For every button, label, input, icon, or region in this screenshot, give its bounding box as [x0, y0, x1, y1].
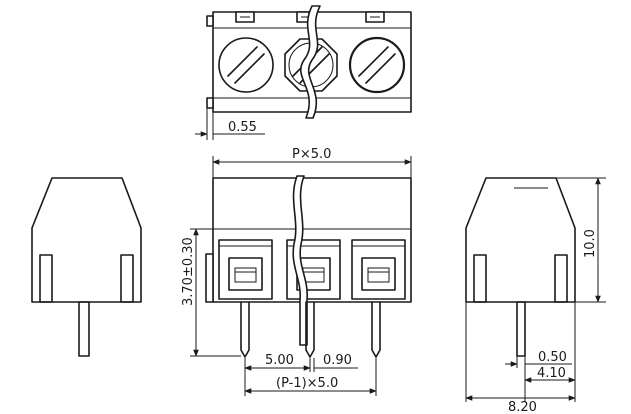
left-side-pin: [78, 301, 90, 357]
front-view-body: [212, 177, 412, 303]
cage-1: [218, 239, 273, 300]
left-side-view: [31, 177, 142, 357]
dim-pin-thickness: 0.50: [538, 350, 567, 365]
dim-terminal-height: 3.70±0.30: [181, 237, 196, 306]
right-side-pin: [516, 301, 526, 357]
dim-pin-offset: 4.10: [537, 366, 566, 381]
dim-pin-width: 0.90: [323, 353, 352, 368]
dim-total-width: P×5.0: [292, 147, 331, 162]
left-side-body: [31, 177, 142, 303]
right-side-body: [465, 177, 576, 303]
dim-overall-pitch: (P-1)×5.0: [276, 376, 338, 391]
pin-3: [371, 301, 381, 358]
dim-pitch: 5.00: [265, 353, 294, 368]
screw-1: [218, 37, 274, 93]
wire-top: [299, 5, 321, 119]
screw-3: [348, 36, 406, 94]
cage-3: [351, 239, 406, 300]
pin-1: [240, 301, 250, 358]
right-side-view: 10.0 0.50 4.10 8.20: [465, 177, 606, 414]
top-view: 0.55: [195, 5, 412, 140]
front-view: P×5.0: [181, 147, 412, 396]
dim-lead-offset-top: 0.55: [228, 120, 257, 135]
pin-2: [305, 301, 315, 358]
wire-front: [292, 175, 308, 346]
dim-body-depth: 8.20: [508, 400, 537, 414]
dim-body-height: 10.0: [583, 229, 598, 258]
